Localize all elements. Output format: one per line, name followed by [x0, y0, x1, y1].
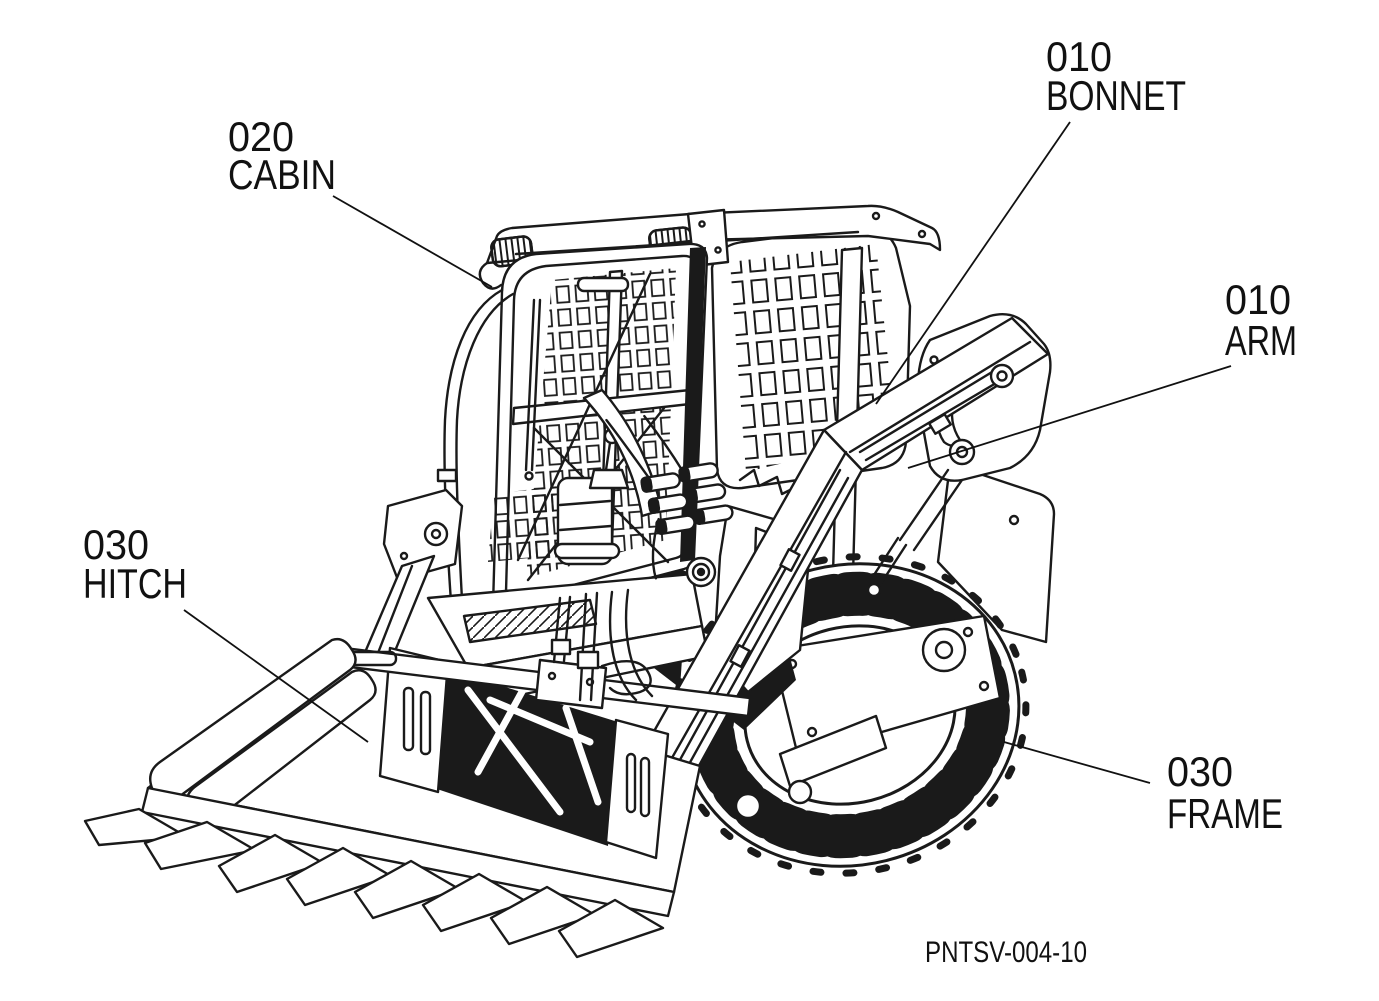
door-handle [576, 276, 630, 293]
hitch-plate-right [604, 718, 670, 860]
hitch-recess [434, 668, 618, 846]
callout-code-arm: 010 [1225, 276, 1291, 323]
callout-cabin: 020 CABIN [228, 113, 493, 288]
leader-line-bonnet [875, 121, 1071, 405]
callout-label-arm: ARM [1225, 317, 1297, 364]
tie-down-hook [478, 261, 503, 290]
bucket-teeth [83, 807, 665, 959]
callout-arm: 010 ARM [907, 276, 1297, 469]
leader-line-hitch [183, 609, 369, 743]
hitch-plate-left [378, 646, 450, 794]
arm-rear-pivot [989, 363, 1015, 389]
leader-line-arm [907, 365, 1232, 469]
hitch-hoses [550, 588, 654, 702]
track-roller [734, 792, 762, 820]
sprocket [921, 627, 967, 673]
callout-code-frame: 030 [1167, 748, 1233, 795]
cabin-part [488, 242, 709, 618]
callouts: 010 BONNET 020 CABIN 010 ARM 030 HITCH 0… [83, 33, 1297, 837]
joystick [588, 427, 630, 490]
callout-label-hitch: HITCH [83, 560, 187, 607]
hydraulic-couplers [605, 414, 734, 580]
cutting-edge [140, 786, 676, 918]
leader-line-cabin [332, 195, 493, 288]
drawing-number: PNTSV-004-10 [925, 936, 1087, 969]
callout-code-bonnet: 010 [1046, 33, 1112, 80]
machine-drawing [83, 204, 1056, 959]
callout-code-cabin: 020 [228, 113, 294, 160]
track-roller [787, 779, 813, 805]
wiper-blade [524, 298, 536, 472]
callout-code-hitch: 030 [83, 521, 149, 568]
callout-frame: 030 FRAME [1003, 741, 1283, 837]
callout-label-frame: FRAME [1167, 790, 1283, 837]
cab-pivot [685, 556, 717, 588]
callout-label-bonnet: BONNET [1046, 72, 1186, 119]
leader-line-frame [1003, 741, 1151, 784]
callout-label-cabin: CABIN [228, 151, 336, 198]
bucket-and-hitch [83, 588, 752, 959]
callout-hitch: 030 HITCH [83, 521, 369, 743]
frame-rear-upright [936, 462, 1056, 644]
arm-part [620, 316, 1050, 824]
callout-bonnet: 010 BONNET [875, 33, 1186, 405]
